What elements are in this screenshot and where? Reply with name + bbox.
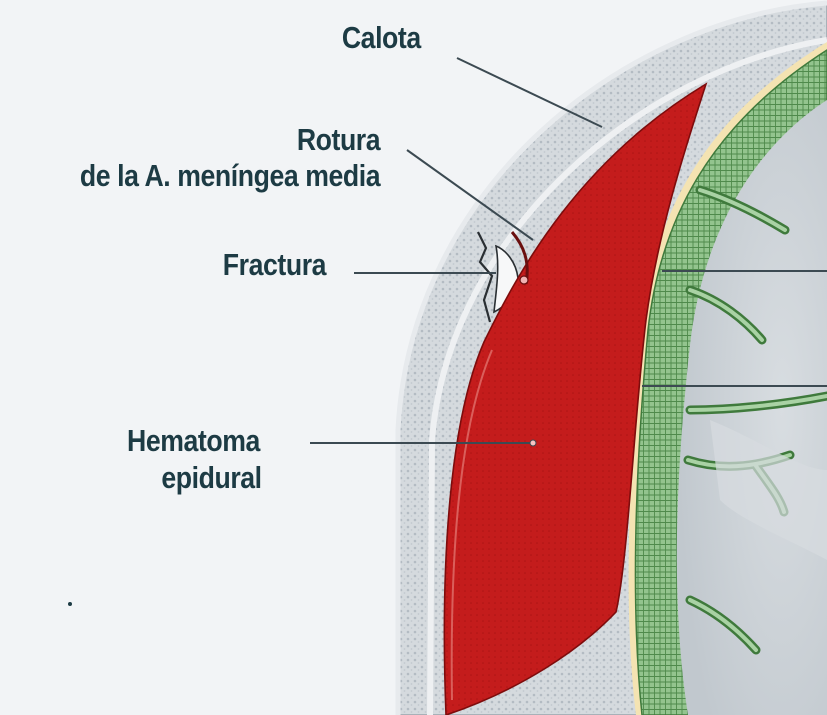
rotura-label-line2: de la A. meníngea media — [79, 157, 381, 193]
fracture-crack — [477, 231, 494, 323]
calota-leader — [456, 57, 603, 128]
hematoma-label: Hematoma epidural — [127, 422, 262, 496]
leader-lines — [310, 57, 827, 444]
rotura-label-line1: Rotura — [296, 122, 381, 157]
calota-label: Calota — [342, 20, 421, 55]
fractura-label: Fractura — [222, 247, 327, 282]
skull-outer-table — [395, 0, 827, 715]
epidural-hematoma — [443, 82, 708, 715]
rotura-leader — [406, 149, 534, 241]
rotura-label: Rotura de la A. meníngea media — [79, 122, 381, 194]
hematoma-label-line2: epidural — [161, 460, 262, 496]
brain-lobe-highlight — [710, 420, 827, 560]
skull-inner-table — [427, 37, 827, 715]
hematoma-label-line1: Hematoma — [127, 423, 260, 458]
hematoma-edge — [450, 349, 493, 701]
